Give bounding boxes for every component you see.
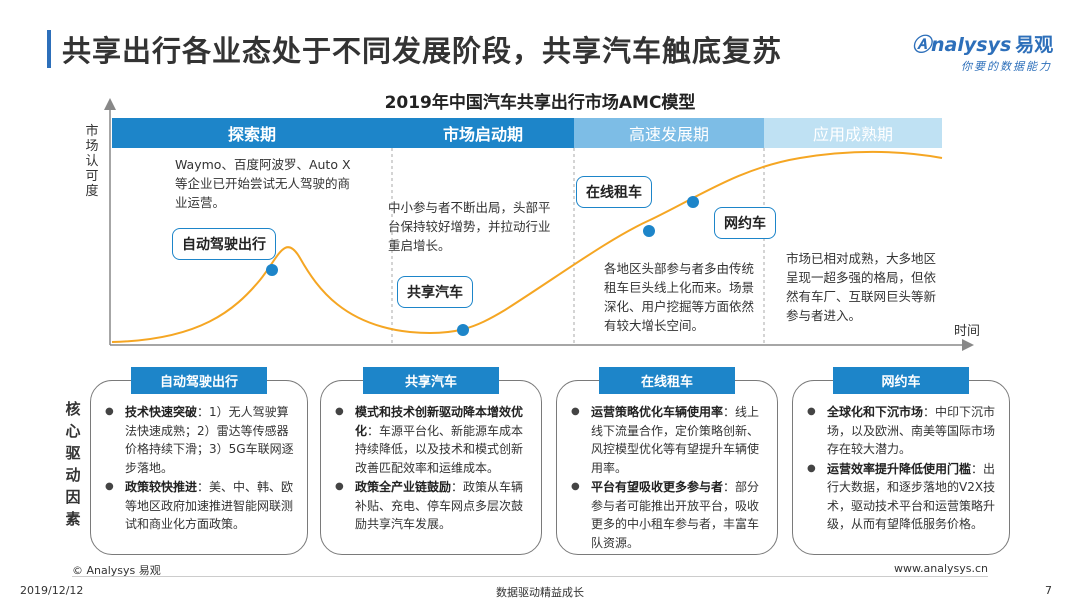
driver-item: 运营策略优化车辆使用率：线上线下流量合作，定价策略创新、风控模型优化等有望提升车… (571, 403, 767, 477)
driver-item: 运营效率提升降低使用门槛：出行大数据，和逐步落地的V2X技术，驱动技术平台和运营… (807, 460, 999, 534)
logo-cn-text: 易观 (1015, 34, 1054, 56)
logo-text: nalysys (931, 34, 1012, 56)
logo-letter-a: Ⓐ (912, 34, 932, 56)
diagram-title: 2019年中国汽车共享出行市场AMC模型 (384, 93, 696, 113)
ride-hailing-point (687, 196, 699, 208)
driver-item: 技术快速突破：1）无人驾驶算法快速成熟；2）雷达等传感器价格持续下滑；3）5G车… (105, 403, 297, 477)
exploration-description: Waymo、百度阿波罗、Auto X 等企业已开始尝试无人驾驶的商业运营。 (175, 157, 351, 210)
market-launch-description: 中小参与者不断出局，头部平台保持较好增势，并拉动行业重启增长。 (388, 200, 551, 253)
footer-divider (72, 576, 988, 577)
driver-card-online-rental: 在线租车 运营策略优化车辆使用率：线上线下流量合作，定价策略创新、风控模型优化等… (556, 367, 778, 555)
mature-description: 市场已相对成熟，大多地区呈现一超多强的格局，但依然有车厂、互联网巨头等新参与者进… (786, 251, 937, 323)
driver-item: 全球化和下沉市场：中印下沉市场，以及欧洲、南美等国际市场存在较大潜力。 (807, 403, 999, 459)
title-accent-bar (47, 30, 51, 68)
x-axis-label: 时间 (954, 324, 981, 339)
amc-curve (111, 150, 943, 343)
page-title: 共享出行各业态处于不同发展阶段，共享汽车触底复苏 (62, 34, 783, 68)
stage-rapid-growth: 高速发展期 (574, 118, 764, 148)
page-number: 7 (1045, 584, 1052, 597)
callout-car-sharing: 共享汽车 (397, 276, 473, 308)
driver-item: 平台有望吸收更多参与者：部分参与者可能推出开放平台，吸收更多的中小租车参与者，丰… (571, 478, 767, 552)
stage-mature-application: 应用成熟期 (764, 118, 942, 148)
online-rental-point (643, 225, 655, 237)
callout-autonomous-driving: 自动驾驶出行 (172, 228, 276, 260)
driver-item: 政策较快推进：美、中、韩、欧等地区政府加速推进智能网联测试和商业化方面政策。 (105, 478, 297, 534)
card-title: 共享汽车 (363, 367, 499, 394)
drivers-label: 核心驱动因素 (65, 400, 81, 528)
stage-market-launch: 市场启动期 (392, 118, 574, 148)
rapid-growth-description: 各地区头部参与者多由传统租车巨头线上化而来。场景深化、用户挖掘等方面依然有较大增… (604, 261, 755, 333)
callout-ride-hailing: 网约车 (714, 207, 776, 239)
driver-item: 政策全产业链鼓励：政策从车辆补贴、充电、停车网点多层次鼓励共享汽车发展。 (335, 478, 531, 534)
autonomous-driving-point (266, 264, 278, 276)
callout-online-rental: 在线租车 (576, 176, 652, 208)
driver-card-ride-hailing: 网约车 全球化和下沉市场：中印下沉市场，以及欧洲、南美等国际市场存在较大潜力。 … (792, 367, 1010, 555)
driver-item: 模式和技术创新驱动降本增效优化：车源平台化、新能源车成本持续降低，以及技术和模式… (335, 403, 531, 477)
footer-slogan: 数据驱动精益成长 (496, 586, 584, 599)
logo-slogan: 你要的数据能力 (961, 60, 1052, 73)
footer-copyright: © Analysys 易观 (72, 564, 161, 577)
driver-card-autonomous-driving: 自动驾驶出行 技术快速突破：1）无人驾驶算法快速成熟；2）雷达等传感器价格持续下… (90, 367, 308, 555)
y-axis-label: 市场认可度 (85, 124, 99, 199)
card-title: 在线租车 (599, 367, 735, 394)
car-sharing-point (457, 324, 469, 336)
driver-card-car-sharing: 共享汽车 模式和技术创新驱动降本增效优化：车源平台化、新能源车成本持续降低，以及… (320, 367, 542, 555)
footer-date: 2019/12/12 (20, 584, 84, 597)
stage-exploration: 探索期 (112, 118, 392, 148)
card-title: 网约车 (833, 367, 969, 394)
footer-website: www.analysys.cn (894, 562, 988, 575)
card-title: 自动驾驶出行 (131, 367, 267, 394)
